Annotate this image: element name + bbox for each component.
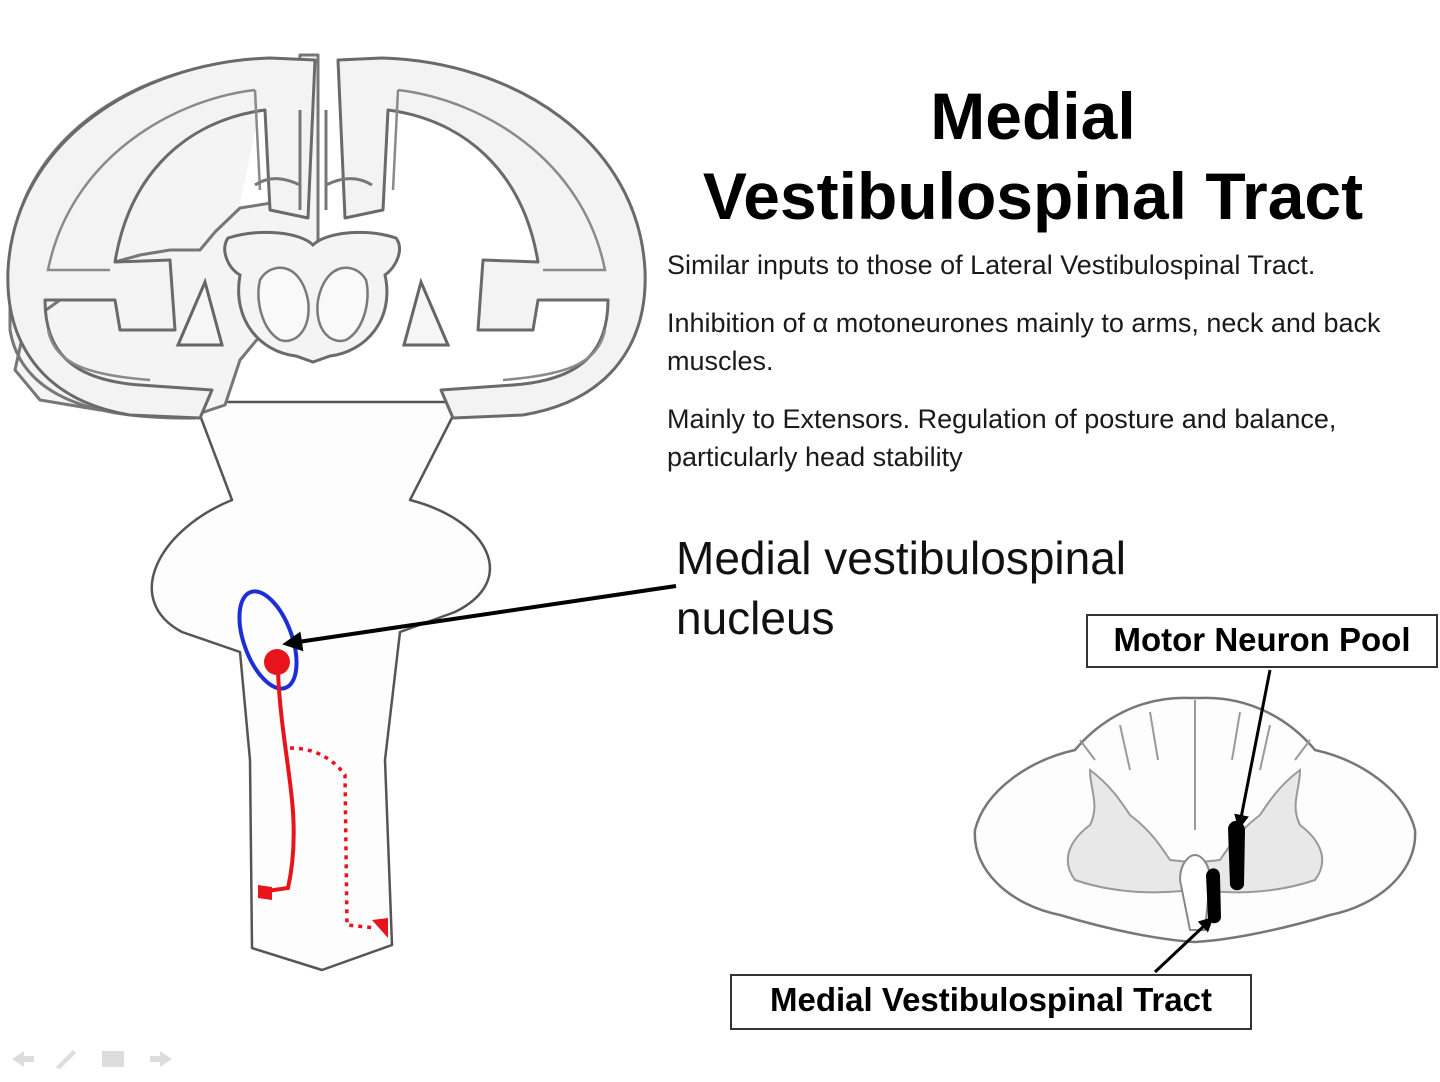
brainstem-outline <box>150 400 491 972</box>
left-cortex <box>6 56 317 420</box>
slide-title-line1: Medial <box>930 79 1136 153</box>
tract-terminal-right <box>372 918 388 938</box>
next-slide-icon[interactable] <box>150 1051 172 1067</box>
pen-icon[interactable] <box>56 1050 76 1069</box>
nucleus-pointer-arrow <box>282 584 677 652</box>
midline-structure <box>254 110 373 210</box>
tract-pointer <box>1153 916 1214 974</box>
slide-title-line2: Vestibulospinal Tract <box>702 159 1364 233</box>
descending-tract-dotted <box>289 746 377 930</box>
nucleus-label: Medial vestibulospinal nucleus <box>676 532 1127 644</box>
medial-tract-mark <box>1206 868 1221 924</box>
right-ventricle <box>402 277 451 347</box>
medial-vestibulospinal-tract-label: Medial Vestibulospinal Tract <box>730 974 1252 1030</box>
slide-bullets: Similar inputs to those of Lateral Vesti… <box>667 246 1407 496</box>
bullet-text: Similar inputs to those of Lateral Vesti… <box>667 250 1316 280</box>
spinal-cross-section <box>973 696 1417 944</box>
motor-neuron-pool-label: Motor Neuron Pool <box>1086 614 1438 668</box>
bullet-text: Mainly to Extensors. Regulation of postu… <box>667 404 1337 472</box>
slide-nav-toolbar <box>12 1050 172 1069</box>
right-hemisphere <box>336 56 647 420</box>
left-cortex-inner <box>46 88 262 382</box>
nucleus-dot <box>264 649 290 675</box>
tract-terminal-left <box>258 885 272 900</box>
motor-neuron-pool-mark <box>1228 820 1245 891</box>
bullet-text: Inhibition of α motoneurones mainly to a… <box>667 308 1381 376</box>
previous-slide-icon[interactable] <box>12 1051 34 1067</box>
menu-icon[interactable] <box>102 1051 124 1067</box>
thalamus-inner <box>257 266 369 343</box>
motor-pool-pointer <box>1234 669 1272 830</box>
descending-tract-solid <box>259 671 296 894</box>
left-ventricle <box>175 277 224 347</box>
